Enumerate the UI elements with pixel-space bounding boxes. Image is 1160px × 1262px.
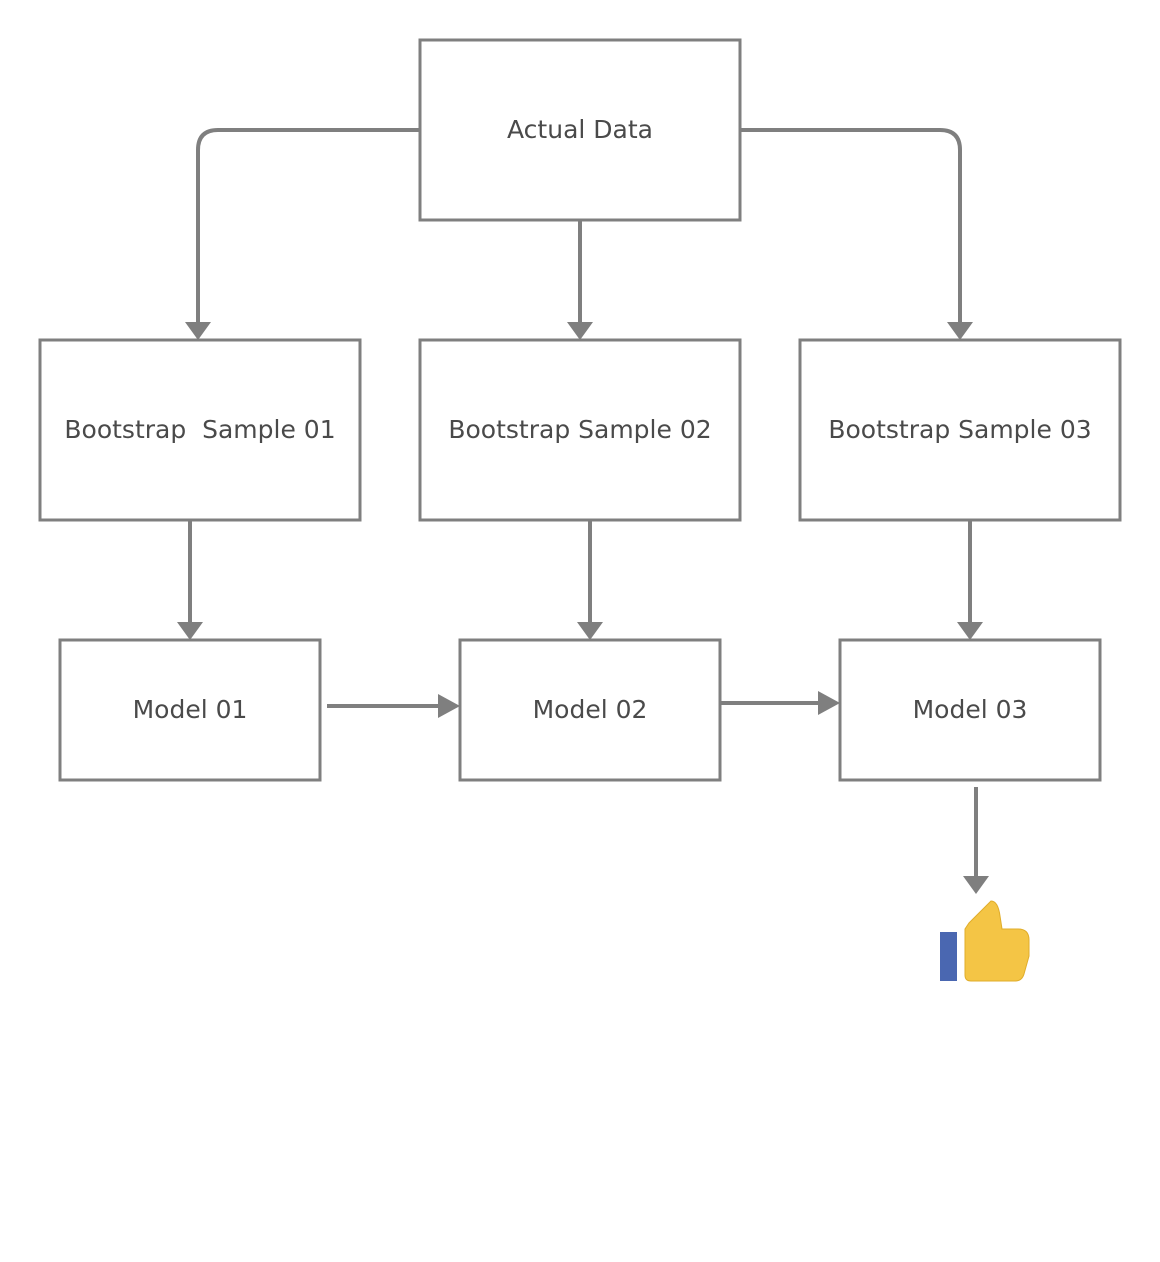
node-model-01-label: Model 01	[133, 695, 248, 724]
node-model-02: Model 02	[458, 638, 722, 782]
node-actual-data-label: Actual Data	[507, 115, 653, 144]
node-bootstrap-sample-01-label: Bootstrap Sample 01	[64, 415, 335, 444]
arrowhead-model-01	[177, 622, 203, 640]
node-bootstrap-sample-02: Bootstrap Sample 02	[418, 338, 742, 522]
thumbs-up-icon	[940, 900, 1030, 982]
node-bootstrap-sample-03-label: Bootstrap Sample 03	[828, 415, 1091, 444]
arrowhead-model-03	[957, 622, 983, 640]
arrowhead-model-03-side	[818, 691, 840, 715]
node-bootstrap-sample-01: Bootstrap Sample 01	[38, 338, 362, 522]
arrowhead-result	[963, 876, 989, 894]
connector-actual-to-sample-01	[196, 128, 420, 322]
thumbs-up-cuff	[940, 932, 957, 981]
arrowhead-sample-01	[185, 322, 211, 340]
arrowhead-sample-02	[567, 322, 593, 340]
node-model-03-label: Model 03	[913, 695, 1028, 724]
node-actual-data: Actual Data	[418, 38, 742, 222]
node-model-01: Model 01	[58, 638, 322, 782]
arrowhead-model-02-side	[438, 694, 460, 718]
node-model-02-label: Model 02	[533, 695, 648, 724]
arrowhead-sample-03	[947, 322, 973, 340]
connectors	[177, 128, 989, 894]
node-bootstrap-sample-02-label: Bootstrap Sample 02	[448, 415, 711, 444]
node-model-03: Model 03	[838, 638, 1102, 782]
node-bootstrap-sample-03: Bootstrap Sample 03	[798, 338, 1122, 522]
thumbs-up-hand	[964, 900, 1030, 982]
arrowhead-model-02	[577, 622, 603, 640]
connector-actual-to-sample-03	[740, 128, 962, 322]
